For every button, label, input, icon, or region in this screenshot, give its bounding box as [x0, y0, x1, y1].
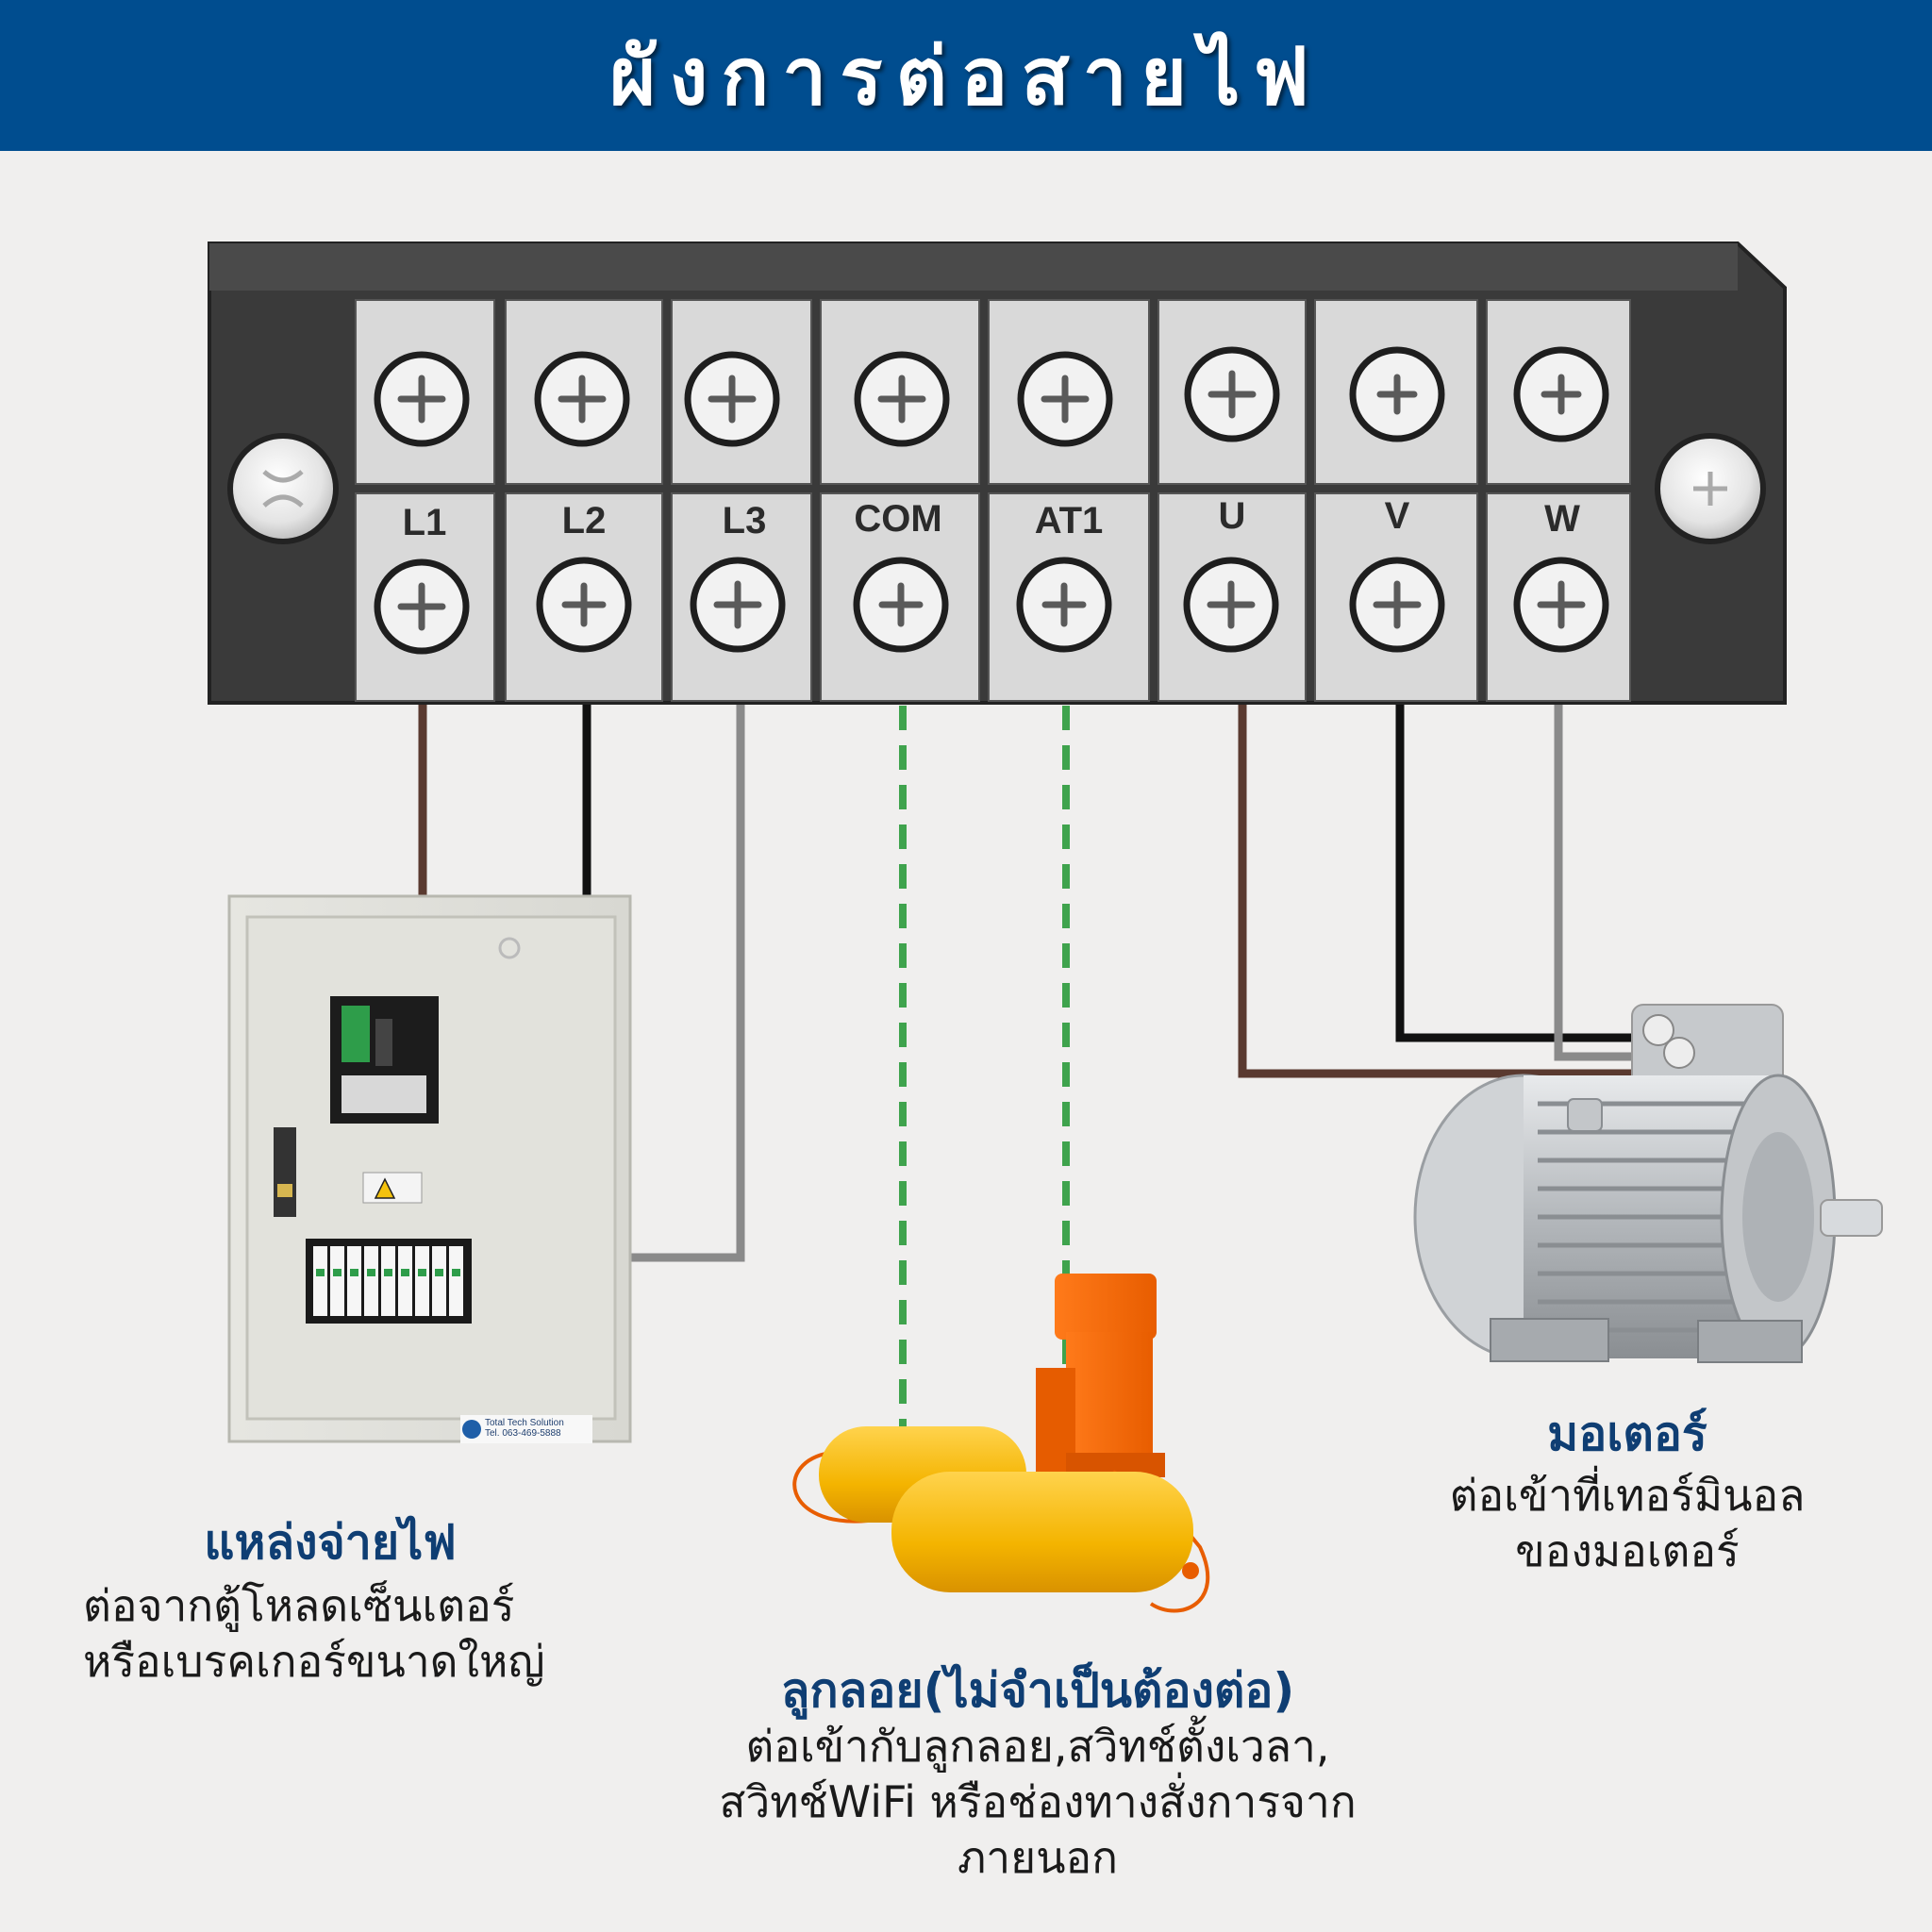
description-line: ต่อจากตู้โหลดเซ็นเตอร์ — [83, 1580, 515, 1631]
wire-v — [1395, 703, 1641, 1042]
float-switch-description: ต่อเข้ากับลูกลอย,สวิทช์ตั้งเวลา, สวิทช์W… — [623, 1719, 1453, 1886]
cabinet-badge: Total Tech Solution Tel. 063-469-5888 — [485, 1418, 564, 1439]
terminal-label-l3: L3 — [722, 500, 767, 541]
motor-title: มอเตอร์ — [1547, 1407, 1707, 1461]
load-center-cabinet — [227, 894, 632, 1443]
mounting-screw-right — [1655, 433, 1766, 544]
float-switch-title: ลูกลอย(ไม่จำเป็นต้องต่อ) — [780, 1663, 1295, 1718]
float-switch-caption: ลูกลอย(ไม่จำเป็นต้องต่อ) ต่อเข้ากับลูกลอ… — [623, 1662, 1453, 1886]
wires — [418, 703, 1681, 1434]
description-line: ภายนอก — [957, 1831, 1119, 1883]
description-line: ต่อเข้ากับลูกลอย,สวิทช์ตั้งเวลา, — [745, 1721, 1330, 1772]
description-line: ต่อเข้าที่เทอร์มินอล — [1449, 1470, 1806, 1521]
power-source-caption: แหล่งจ่ายไฟ ต่อจากตู้โหลดเซ็นเตอร์ หรือเ… — [57, 1514, 660, 1690]
electric-motor — [1413, 1004, 1883, 1363]
terminal-block — [208, 242, 1787, 705]
wire-w — [1554, 703, 1660, 1061]
description-line: สวิทช์WiFi หรือช่องทางสั่งการจาก — [719, 1775, 1357, 1827]
terminal-label-at1: AT1 — [1034, 500, 1104, 541]
terminal-label-com: COM — [854, 498, 942, 540]
terminal-label-u: U — [1218, 495, 1246, 537]
motor-caption: มอเตอร์ ต่อเข้าที่เทอร์มินอล ของมอเตอร์ — [1358, 1406, 1896, 1579]
terminal-label-l2: L2 — [561, 500, 607, 541]
description-line: ของมอเตอร์ — [1515, 1524, 1740, 1576]
wire-l3 — [630, 703, 745, 1262]
mounting-screw-left — [227, 433, 339, 544]
terminal-label-l1: L1 — [402, 502, 447, 543]
wire-u — [1238, 703, 1681, 1078]
badge-company: Total Tech Solution — [485, 1418, 564, 1428]
description-line: หรือเบรคเกอร์ขนาดใหญ่ — [83, 1635, 545, 1687]
terminal-label-v: V — [1384, 495, 1410, 537]
motor-description: ต่อเข้าที่เทอร์มินอล ของมอเตอร์ — [1358, 1468, 1896, 1579]
power-source-description: ต่อจากตู้โหลดเซ็นเตอร์ หรือเบรคเกอร์ขนาด… — [57, 1578, 660, 1690]
power-source-title: แหล่งจ่ายไฟ — [204, 1515, 457, 1570]
header-banner: ผังการต่อสายไฟ — [0, 0, 1932, 151]
badge-phone: Tel. 063-469-5888 — [485, 1428, 561, 1439]
terminal-label-w: W — [1544, 498, 1580, 540]
page-title: ผังการต่อสายไฟ — [609, 30, 1323, 123]
float-switch — [792, 1274, 1210, 1613]
